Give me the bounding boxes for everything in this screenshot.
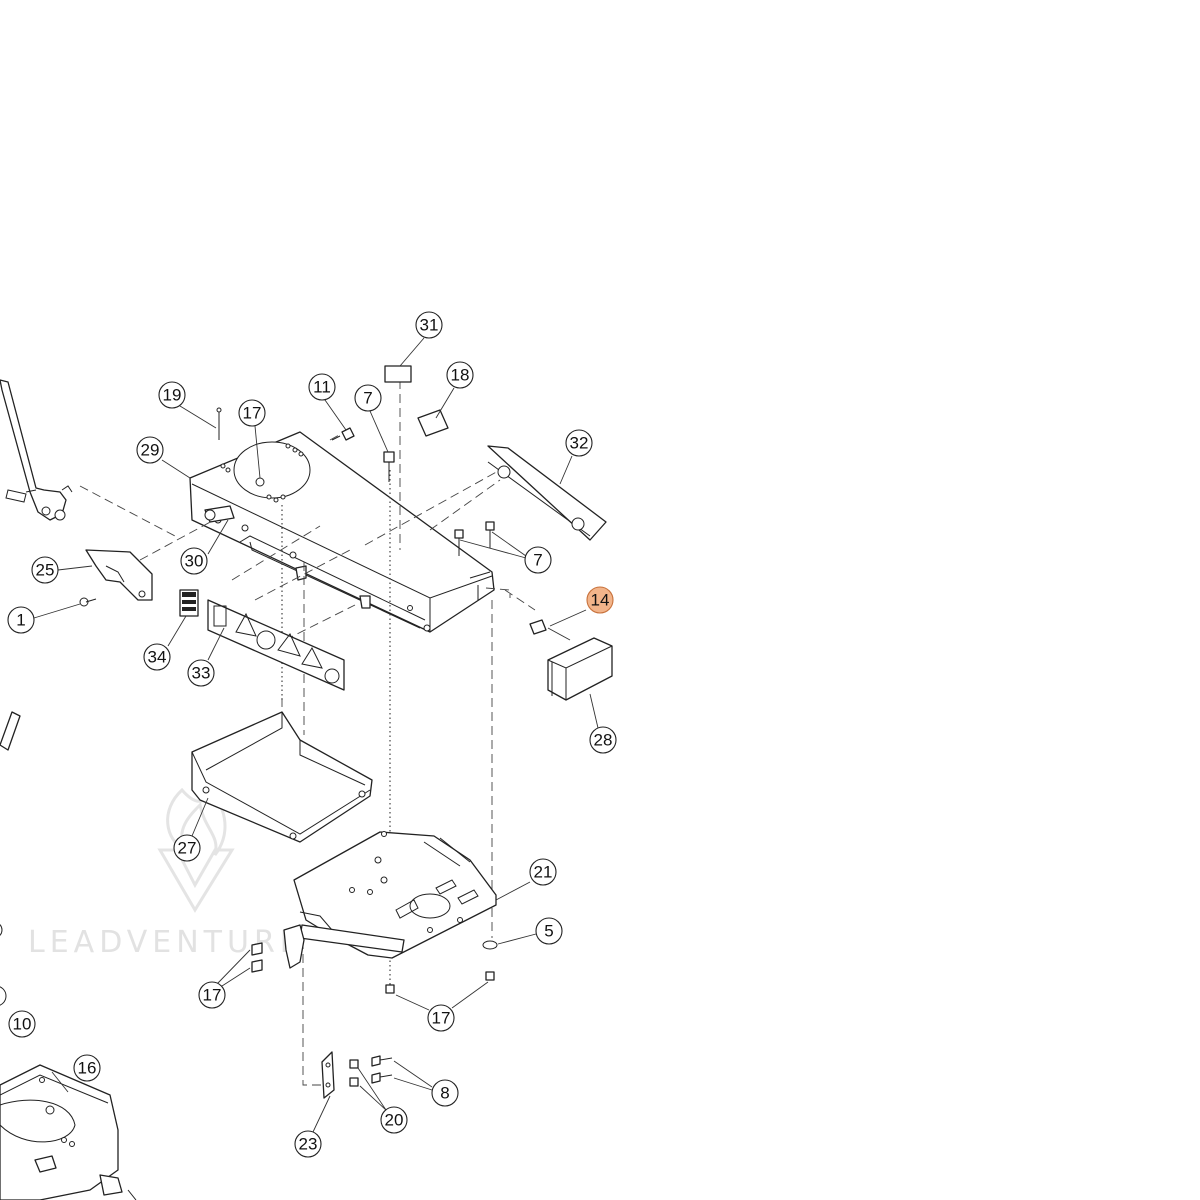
fasteners-part-20-8 [349, 1055, 393, 1087]
callout-17-bottom-label: 17 [432, 1009, 451, 1028]
callout-21[interactable]: 21 [529, 858, 557, 886]
handle-linkage-part [0, 379, 73, 521]
tray-part-27 [191, 711, 373, 843]
callout-18-label: 18 [451, 366, 470, 385]
callout-29-label: 29 [141, 441, 160, 460]
screw-part-1 [79, 597, 97, 607]
callout-7-top[interactable]: 7 [354, 384, 382, 412]
tube-part [0, 711, 21, 751]
callout-23[interactable]: 23 [294, 1130, 322, 1158]
nuts-part-17 [251, 942, 495, 994]
callout-30[interactable]: 30 [180, 547, 208, 575]
housing-part-29 [189, 431, 495, 633]
callout-17-bottom-left-label: 17 [203, 986, 222, 1005]
callout-10[interactable]: 10 [8, 1010, 36, 1038]
bracket-part-23 [321, 1051, 335, 1099]
callout-17-bottom[interactable]: 17 [427, 1004, 455, 1032]
bracket-part-25 [85, 549, 153, 601]
callout-32[interactable]: 32 [565, 429, 593, 457]
callout-33-label: 33 [192, 664, 211, 683]
callout-30-label: 30 [185, 552, 204, 571]
strip-part-32 [487, 445, 607, 541]
callout-33[interactable]: 33 [187, 659, 215, 687]
callout-25-label: 25 [36, 561, 55, 580]
bolts-part-7 [383, 451, 495, 556]
callout-10-label: 10 [13, 1015, 32, 1034]
callout-1[interactable]: 1 [7, 606, 35, 634]
partial-callout-edge-2 [0, 986, 7, 1006]
callout-19-label: 19 [163, 386, 182, 405]
callout-29[interactable]: 29 [136, 436, 164, 464]
frame-part-16 [0, 1064, 137, 1200]
callout-27-label: 27 [178, 839, 197, 858]
callout-14-label: 14 [591, 591, 610, 610]
callout-8-label: 8 [440, 1084, 449, 1103]
callout-34-label: 34 [148, 648, 167, 667]
callout-11[interactable]: 11 [308, 373, 336, 401]
callout-8[interactable]: 8 [431, 1079, 459, 1107]
cover-part-28 [547, 637, 613, 701]
pin-part-19 [216, 407, 222, 440]
callout-1-label: 1 [16, 611, 25, 630]
callout-17-top[interactable]: 17 [238, 399, 266, 427]
callout-7-top-label: 7 [363, 389, 372, 408]
label-part-31 [384, 365, 412, 383]
callout-31[interactable]: 31 [415, 311, 443, 339]
callout-14-highlighted[interactable]: 14 [586, 586, 614, 614]
callout-17-bottom-left[interactable]: 17 [198, 981, 226, 1009]
callout-23-label: 23 [299, 1135, 318, 1154]
decal-part-34 [179, 589, 199, 617]
callout-28-label: 28 [594, 731, 613, 750]
decal-part-33 [207, 599, 345, 691]
callout-17-top-label: 17 [243, 404, 262, 423]
callout-27[interactable]: 27 [173, 834, 201, 862]
partial-callout-edge [0, 923, 3, 937]
callout-16-label: 16 [78, 1059, 97, 1078]
callout-20-label: 20 [385, 1111, 404, 1130]
callout-19[interactable]: 19 [158, 381, 186, 409]
callout-11-label: 11 [313, 378, 331, 397]
callout-7-right[interactable]: 7 [524, 546, 552, 574]
callout-20[interactable]: 20 [380, 1106, 408, 1134]
callout-28[interactable]: 28 [589, 726, 617, 754]
callout-21-label: 21 [534, 863, 553, 882]
leader-lines [33, 337, 599, 1133]
callout-5[interactable]: 5 [535, 917, 563, 945]
plate-part-21 [283, 831, 497, 969]
callout-7-right-label: 7 [533, 551, 542, 570]
bolt-part-11 [331, 427, 355, 441]
callout-16[interactable]: 16 [73, 1054, 101, 1082]
callout-34[interactable]: 34 [143, 643, 171, 671]
callout-25[interactable]: 25 [31, 556, 59, 584]
callout-32-label: 32 [570, 434, 589, 453]
tag-part-18 [417, 409, 449, 437]
callout-5-label: 5 [544, 922, 553, 941]
clip-part-14 [529, 619, 547, 635]
callout-31-label: 31 [420, 316, 439, 335]
washer-part-5 [482, 940, 498, 950]
callout-18[interactable]: 18 [446, 361, 474, 389]
